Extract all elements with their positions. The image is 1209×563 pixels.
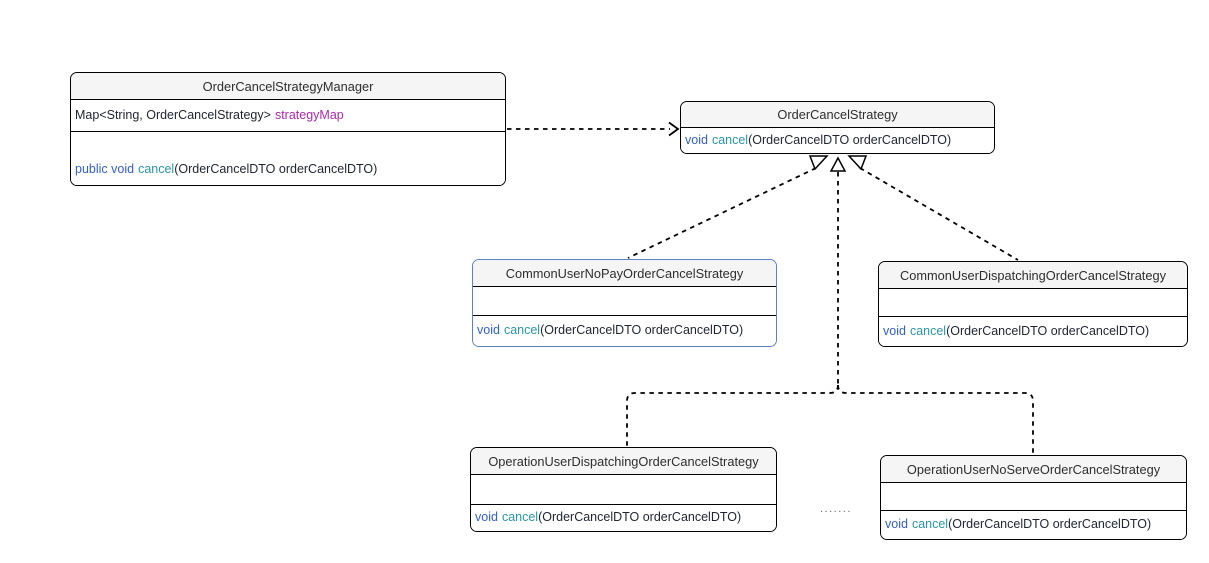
method-params: (OrderCancelDTO orderCancelDTO): [174, 162, 378, 177]
method-params: (OrderCancelDTO orderCancelDTO): [540, 323, 744, 338]
attribute-type: Map<String, OrderCancelStrategy>: [75, 107, 271, 122]
method-name: cancel: [501, 510, 539, 525]
method-params: (OrderCancelDTO orderCancelDTO): [946, 323, 1150, 338]
method-keyword: void: [883, 323, 906, 338]
class-operation-user-no-serve[interactable]: OperationUserNoServeOrderCancelStrategy …: [880, 455, 1187, 540]
attributes-section: [471, 474, 776, 504]
method-name: cancel: [138, 162, 175, 177]
more-strategies-ellipsis: .......: [820, 503, 852, 515]
realization-edge-operation-no-serve[interactable]: [837, 384, 1034, 454]
class-order-cancel-strategy-manager[interactable]: OrderCancelStrategyManager Map<String, O…: [70, 72, 506, 186]
class-operation-user-dispatching[interactable]: OperationUserDispatchingOrderCancelStrat…: [470, 447, 777, 532]
class-title: CommonUserNoPayOrderCancelStrategy: [473, 260, 776, 286]
method-name: cancel: [911, 517, 949, 532]
attributes-section: [881, 482, 1186, 510]
realization-edge-common-no-pay[interactable]: [627, 167, 817, 259]
attribute-name: strategyMap: [274, 107, 344, 122]
attributes-section: [473, 286, 776, 315]
attributes-section: [879, 288, 1187, 316]
method-params: (OrderCancelDTO orderCancelDTO): [538, 510, 742, 525]
method-params: (OrderCancelDTO orderCancelDTO): [948, 517, 1152, 532]
hollow-triangle-arrowhead-middle: [829, 156, 847, 172]
hollow-triangle-arrowhead-right: [847, 155, 868, 171]
method-name: cancel: [909, 323, 947, 338]
method-keyword: void: [475, 510, 498, 525]
method-name: cancel: [711, 132, 749, 147]
attributes-section: Map<String, OrderCancelStrategy>strategy…: [71, 99, 505, 131]
hollow-triangle-arrowhead-left: [808, 155, 829, 171]
class-title: OrderCancelStrategy: [681, 102, 994, 127]
dependency-open-arrowhead: [668, 121, 680, 137]
class-title: OrderCancelStrategyManager: [71, 73, 505, 99]
realization-edge-common-dispatching[interactable]: [859, 167, 1019, 261]
method-keyword: void: [477, 323, 500, 338]
class-title: OperationUserDispatchingOrderCancelStrat…: [471, 448, 776, 474]
method-keyword: void: [885, 517, 908, 532]
class-title: OperationUserNoServeOrderCancelStrategy: [881, 456, 1186, 482]
class-title: CommonUserDispatchingOrderCancelStrategy: [879, 262, 1187, 288]
method-params: (OrderCancelDTO orderCancelDTO): [748, 132, 952, 147]
method-keyword: public void: [75, 162, 135, 177]
class-common-user-dispatching[interactable]: CommonUserDispatchingOrderCancelStrategy…: [878, 261, 1188, 347]
method-keyword: void: [685, 132, 708, 147]
realization-edge-operation-dispatching[interactable]: [626, 384, 839, 446]
method-name: cancel: [503, 323, 541, 338]
